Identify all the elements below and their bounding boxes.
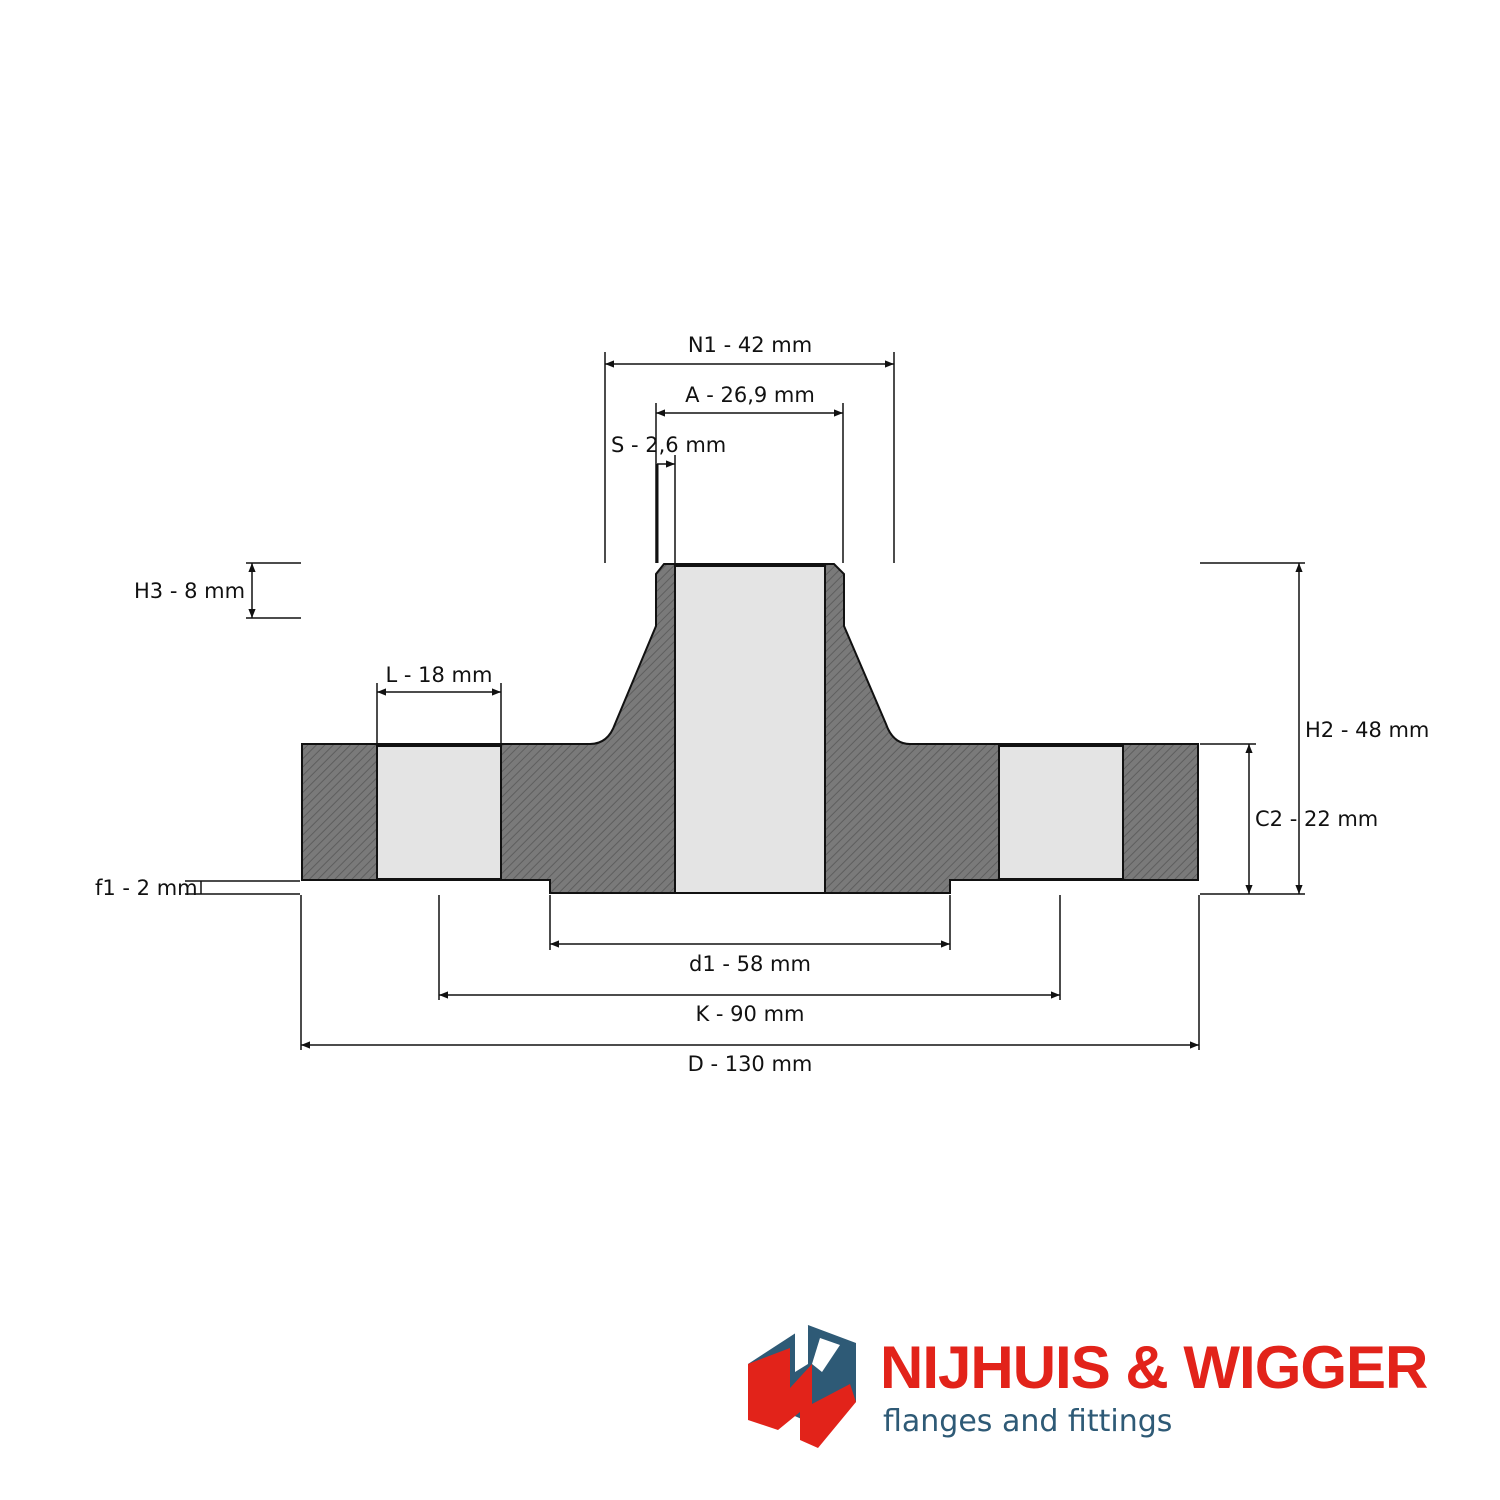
n1-label: N1 - 42 mm: [688, 333, 812, 357]
d1-label: d1 - 58 mm: [689, 952, 811, 976]
c2-label: C2 - 22 mm: [1255, 807, 1378, 831]
k-label: K - 90 mm: [695, 1002, 804, 1026]
bolt-hole-left: [376, 745, 502, 880]
h3-label: H3 - 8 mm: [134, 579, 245, 603]
nw-cube-logo-icon: [748, 1325, 856, 1448]
brand-name: NIJHUIS & WIGGER: [880, 1334, 1428, 1401]
f1-label: f1 - 2 mm: [95, 876, 198, 900]
bolt-hole-right: [998, 745, 1124, 880]
s-label: S - 2,6 mm: [611, 433, 726, 457]
brand-tagline: flanges and fittings: [883, 1404, 1172, 1439]
dimension-lines: [200, 360, 1303, 1049]
a-label: A - 26,9 mm: [685, 383, 815, 407]
dimension-labels: N1 - 42 mm A - 26,9 mm S - 2,6 mm H3 - 8…: [95, 333, 1429, 1076]
l-label: L - 18 mm: [386, 663, 493, 687]
h2-label: H2 - 48 mm: [1305, 718, 1429, 742]
d-label: D - 130 mm: [688, 1052, 813, 1076]
brand-logo: NIJHUIS & WIGGER flanges and fittings: [748, 1325, 1429, 1448]
bore-hole: [674, 565, 826, 894]
flange-section: [301, 563, 1199, 894]
